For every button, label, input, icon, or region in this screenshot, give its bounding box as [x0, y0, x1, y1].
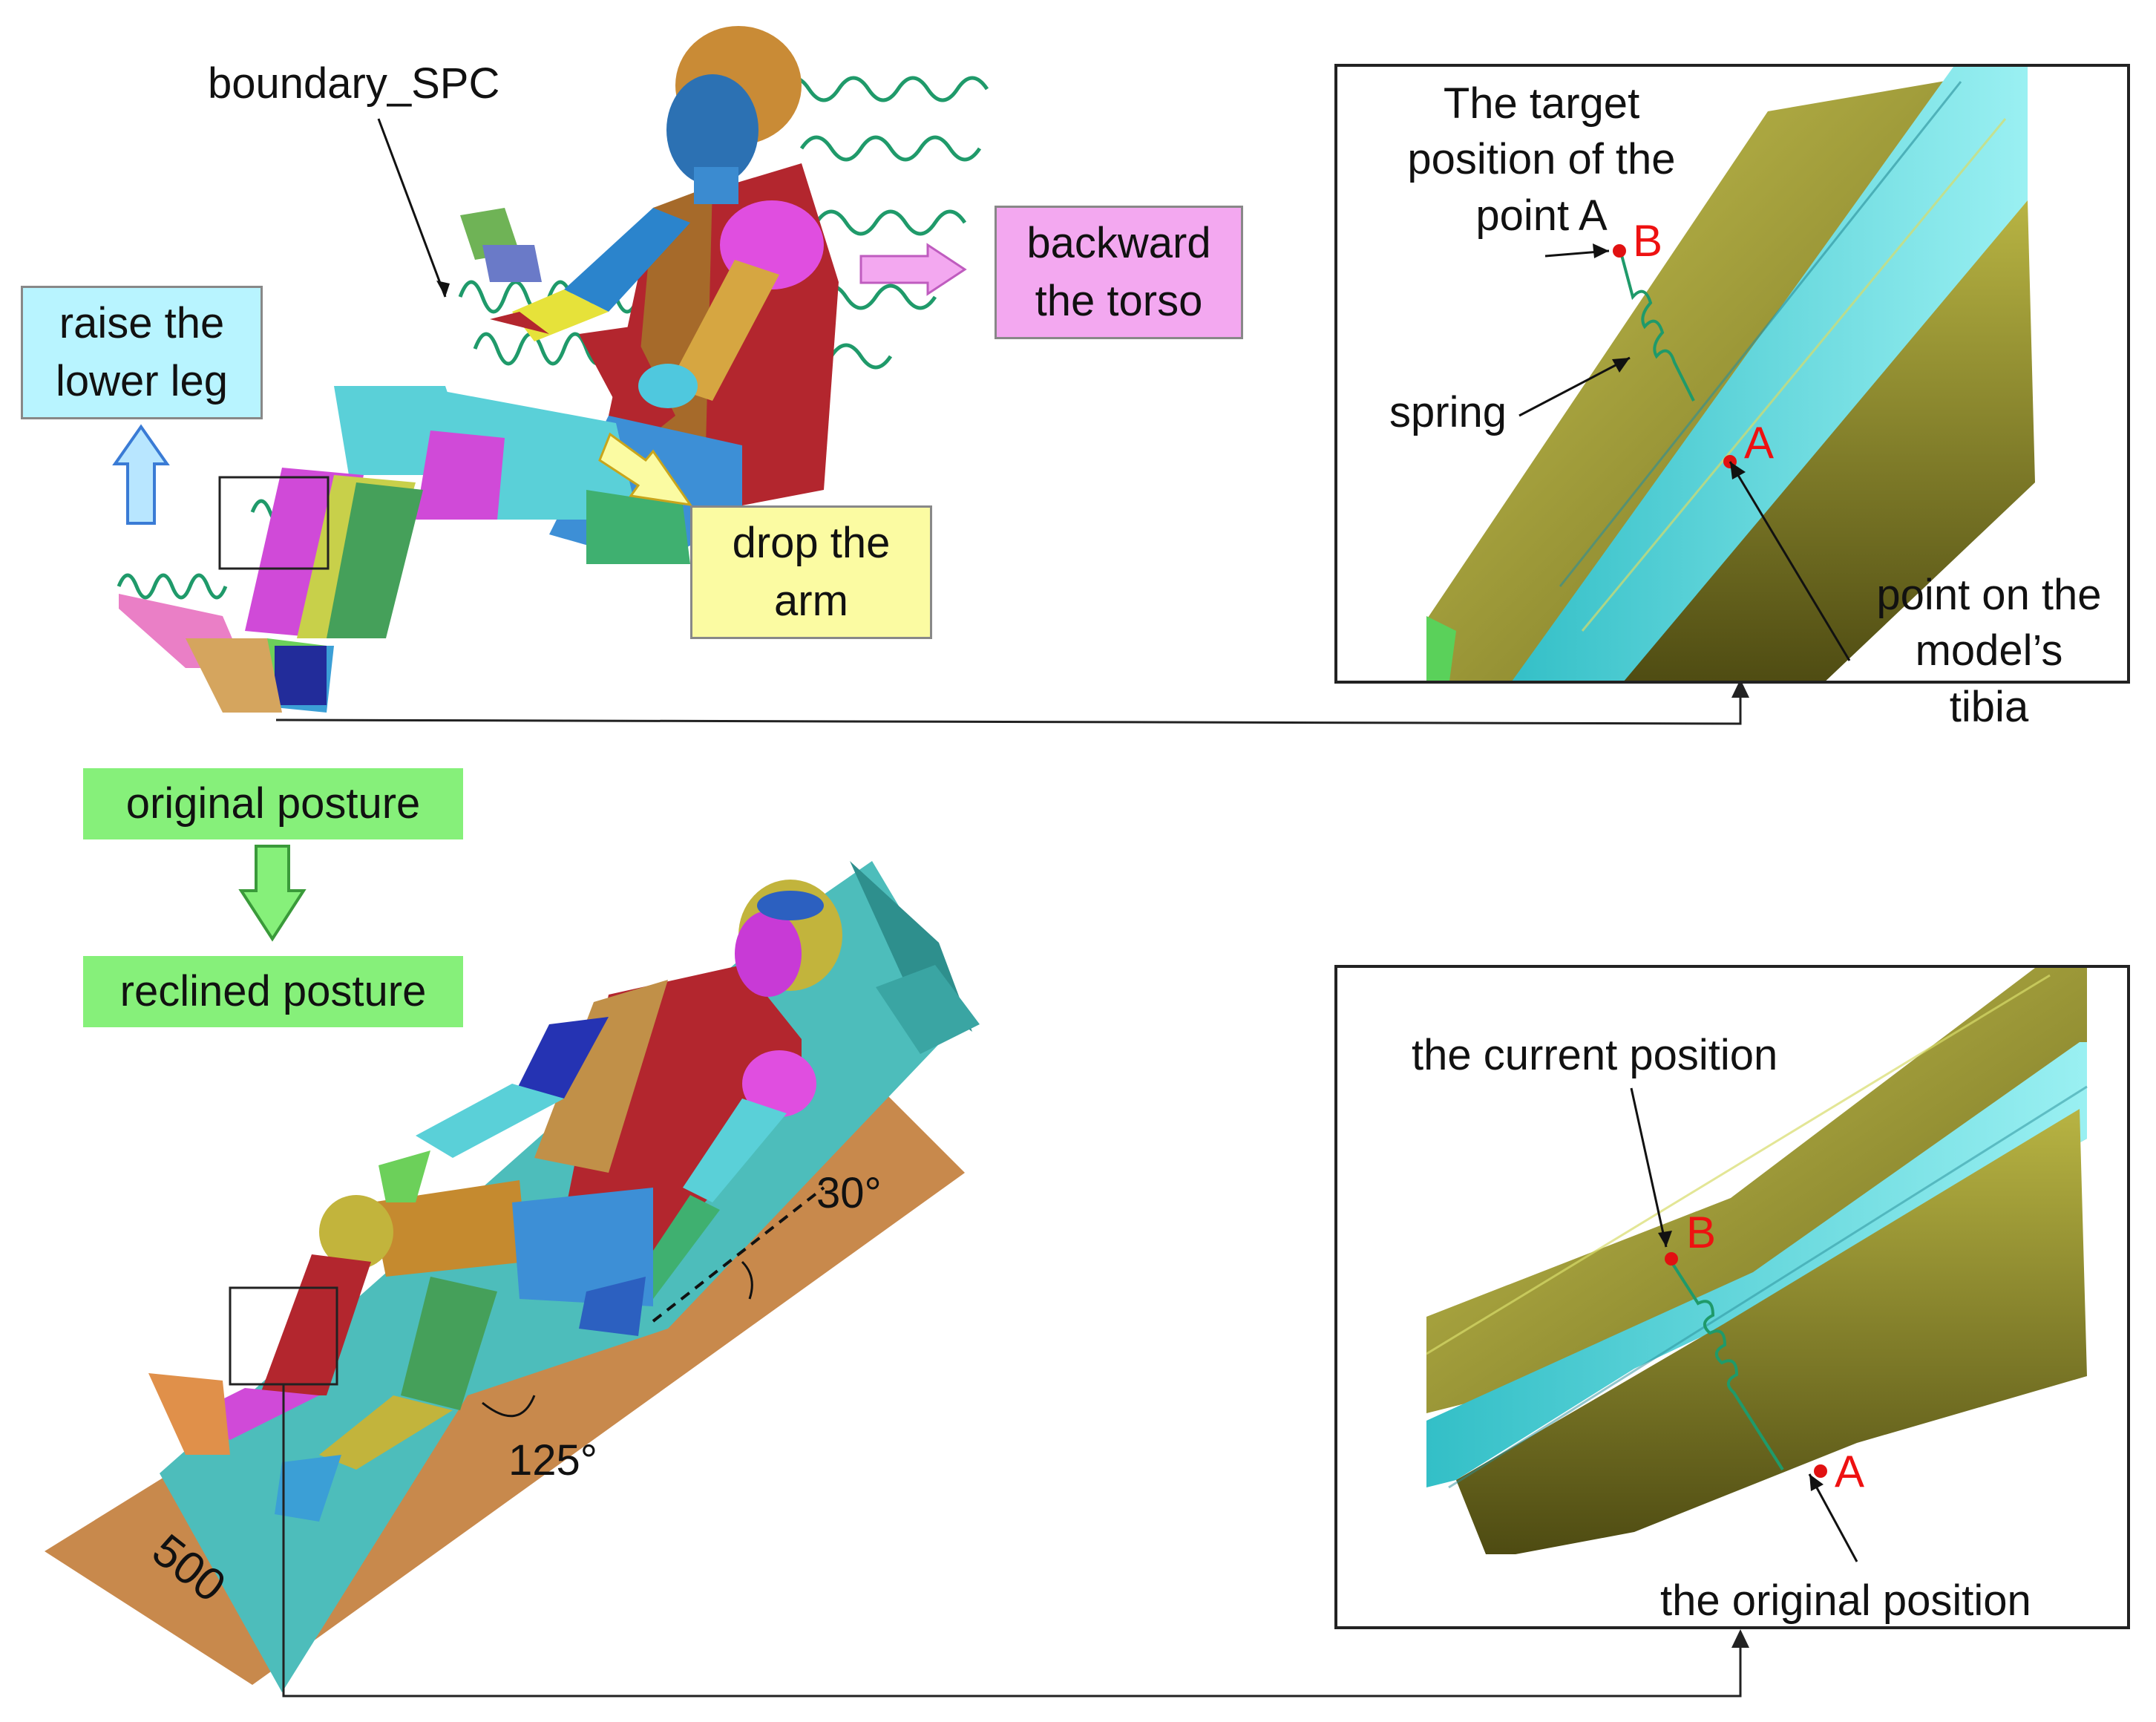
- angle-dashed-line: [652, 1186, 825, 1323]
- top-detail-frame: [218, 476, 330, 570]
- raise-lower-leg-box: raise the lower leg: [21, 286, 263, 419]
- angle-125-label: 125°: [508, 1436, 597, 1484]
- boundary-spc-pointer: [377, 118, 447, 298]
- angle-30-label: 30°: [816, 1169, 882, 1217]
- marker-a-label-bottom: A: [1835, 1447, 1865, 1496]
- posture-down-arrow: [238, 845, 307, 942]
- marker-a-label: A: [1744, 418, 1775, 468]
- spring-coil-bottom: [1670, 1260, 1784, 1471]
- reclined-posture-box: reclined posture: [83, 956, 463, 1027]
- top-connector: [275, 694, 1742, 725]
- drop-arm-box: drop the arm: [690, 505, 932, 639]
- marker-b-label-bottom: B: [1686, 1208, 1717, 1257]
- boundary-spc-label: boundary_SPC: [208, 59, 500, 108]
- angle-arc-30: [741, 1260, 753, 1300]
- raise-up-arrow: [112, 424, 170, 525]
- angle-arc-125: [482, 1395, 536, 1418]
- seated-human-model: [117, 26, 989, 713]
- marker-a-dot-bottom: [1814, 1464, 1827, 1478]
- current-position-label: the current position: [1412, 1031, 1778, 1079]
- reclined-human-model: [148, 880, 842, 1522]
- bottom-inset: the current position B A the original po…: [1334, 965, 2130, 1629]
- marker-b-dot-bottom: [1665, 1252, 1678, 1266]
- original-position-label: the original position: [1660, 1577, 2031, 1625]
- backward-arrow: [859, 243, 967, 296]
- original-posture-box: original posture: [83, 768, 463, 839]
- backward-torso-box: backward the torso: [995, 206, 1243, 339]
- spring-coil: [1619, 252, 1695, 402]
- top-inset: The target position of the point A B spr…: [1334, 64, 2130, 684]
- spring-label: spring: [1389, 388, 1507, 436]
- marker-b-dot: [1613, 244, 1626, 258]
- marker-b-label: B: [1633, 216, 1663, 266]
- top-inset-graphic: [1426, 67, 2035, 681]
- drop-arrow: [598, 432, 693, 506]
- bottom-connector: [282, 1384, 1742, 1698]
- point-on-tibia-label: point on the model’s tibia: [1876, 571, 2102, 731]
- target-position-label: The target position of the point A: [1407, 79, 1676, 240]
- bottom-inset-graphic: [1426, 968, 2088, 1562]
